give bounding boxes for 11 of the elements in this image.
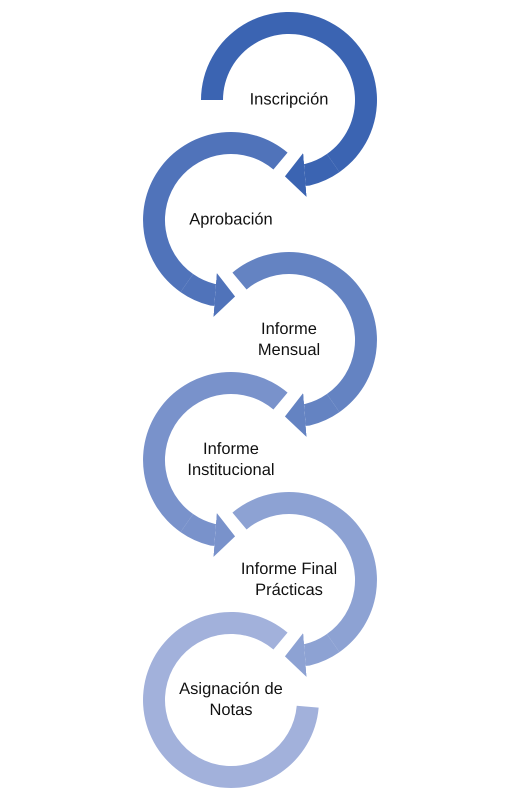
step-label: Aprobación bbox=[189, 210, 273, 230]
curved-arrow bbox=[284, 392, 340, 437]
step-label: Asignación de Notas bbox=[178, 679, 284, 721]
step-label: Inscripción bbox=[250, 90, 328, 110]
curved-arrow bbox=[284, 152, 340, 197]
step-label: Informe Mensual bbox=[256, 319, 322, 361]
curved-arrow bbox=[284, 632, 340, 677]
curved-arrow bbox=[180, 512, 236, 557]
curved-arrow bbox=[180, 272, 236, 317]
step-label: Informe Final Prácticas bbox=[240, 559, 338, 601]
step-label: Informe Institucional bbox=[186, 439, 276, 481]
